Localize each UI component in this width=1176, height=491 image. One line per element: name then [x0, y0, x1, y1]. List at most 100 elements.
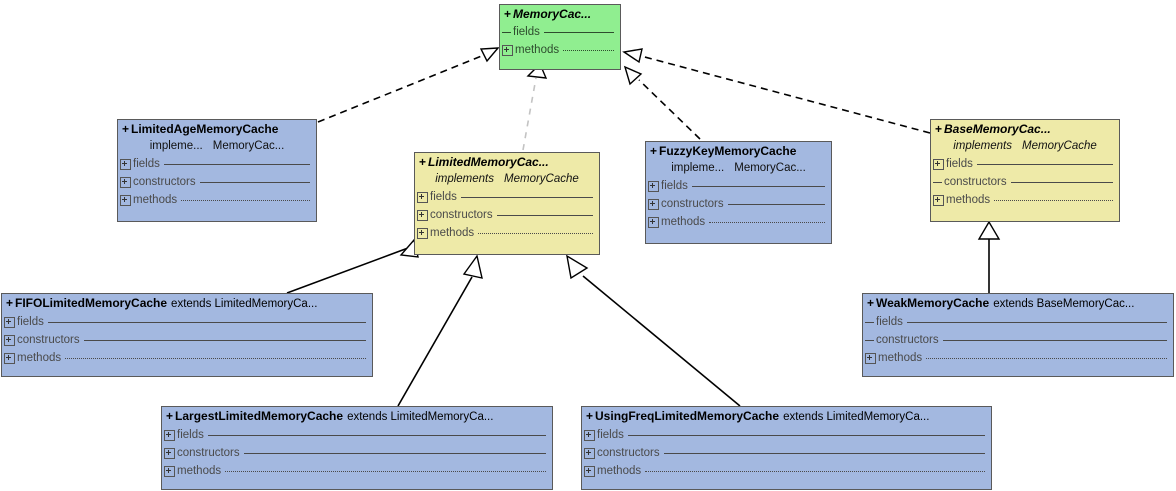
expand-plus-icon[interactable] — [865, 352, 876, 364]
section-constructors[interactable]: constructors — [863, 331, 1173, 349]
edge-limitedmemory-to-memorycache[interactable] — [522, 62, 548, 151]
expand-plus-icon[interactable] — [120, 194, 131, 206]
section-fields[interactable]: fields — [646, 177, 831, 195]
edge-basememory-to-memorycache[interactable] — [622, 48, 931, 134]
expand-plus-icon[interactable] — [417, 209, 428, 221]
section-constructors[interactable]: constructors — [2, 331, 372, 349]
expand-plus-icon[interactable] — [120, 158, 131, 170]
extends-label: extends LimitedMemoryCa... — [347, 411, 494, 423]
expand-plus-icon[interactable] — [417, 227, 428, 239]
section-constructors[interactable]: constructors — [582, 444, 991, 462]
implements-line: impleme...MemoryCac... — [118, 138, 316, 155]
edge-fifo-to-limitedmemory[interactable] — [286, 238, 419, 294]
section-methods[interactable]: methods — [931, 191, 1119, 209]
section-rule — [496, 214, 593, 216]
section-methods[interactable]: methods — [162, 462, 552, 480]
section-methods[interactable]: methods — [118, 191, 316, 209]
class-node-memorycache[interactable]: +MemoryCac... fields methods — [499, 4, 621, 70]
section-fields[interactable]: fields — [118, 155, 316, 173]
section-methods[interactable]: methods — [646, 213, 831, 231]
section-label: methods — [177, 465, 222, 477]
expand-plus-icon[interactable] — [502, 44, 513, 56]
expand-plus-icon[interactable] — [648, 216, 659, 228]
edge-largest-to-limitedmemory[interactable] — [397, 254, 483, 407]
section-methods[interactable]: methods — [2, 349, 372, 367]
visibility-marker: + — [419, 155, 427, 169]
class-node-fuzzykeymemorycache[interactable]: +FuzzyKeyMemoryCache impleme...MemoryCac… — [645, 141, 832, 244]
edge-limitedage-to-memorycache[interactable] — [317, 47, 500, 123]
visibility-marker: + — [867, 296, 875, 310]
section-constructors[interactable]: constructors — [162, 444, 552, 462]
edge-usingfreq-to-limitedmemory[interactable] — [566, 254, 741, 407]
class-name: FuzzyKeyMemoryCache — [659, 144, 797, 158]
section-label: constructors — [876, 334, 939, 346]
visibility-marker: + — [122, 122, 130, 136]
section-fields[interactable]: fields — [582, 426, 991, 444]
section-fields[interactable]: fields — [162, 426, 552, 444]
extends-label: extends LimitedMemoryCa... — [783, 411, 930, 423]
section-label: constructors — [177, 447, 240, 459]
expand-plus-icon[interactable] — [584, 429, 595, 441]
section-constructors[interactable]: constructors — [646, 195, 831, 213]
section-rule — [478, 232, 593, 234]
section-rule — [181, 199, 310, 201]
expand-plus-icon[interactable] — [164, 429, 175, 441]
section-constructors[interactable]: constructors — [931, 173, 1119, 191]
expand-plus-icon[interactable] — [4, 352, 15, 364]
section-fields[interactable]: fields — [415, 188, 599, 206]
expand-plus-icon[interactable] — [584, 447, 595, 459]
section-methods[interactable]: methods — [863, 349, 1173, 367]
expand-plus-icon[interactable] — [4, 334, 15, 346]
section-fields[interactable]: fields — [931, 155, 1119, 173]
section-label: constructors — [944, 176, 1007, 188]
class-name: LargestLimitedMemoryCache — [175, 409, 344, 423]
section-label: fields — [876, 316, 903, 328]
section-fields[interactable]: fields — [2, 313, 372, 331]
expand-plus-icon[interactable] — [933, 158, 944, 170]
section-fields[interactable]: fields — [500, 23, 620, 41]
section-label: fields — [661, 180, 688, 192]
section-constructors[interactable]: constructors — [118, 173, 316, 191]
expand-plus-icon[interactable] — [933, 194, 944, 206]
expand-plus-icon[interactable] — [120, 176, 131, 188]
section-constructors[interactable]: constructors — [415, 206, 599, 224]
expand-plus-icon[interactable] — [164, 465, 175, 477]
class-node-limitedagememorycache[interactable]: +LimitedAgeMemoryCache impleme...MemoryC… — [117, 119, 317, 222]
section-fields[interactable]: fields — [863, 313, 1173, 331]
section-methods[interactable]: methods — [415, 224, 599, 242]
section-methods[interactable]: methods — [582, 462, 991, 480]
class-name: UsingFreqLimitedMemoryCache — [595, 409, 780, 423]
expand-plus-icon[interactable] — [4, 316, 15, 328]
expand-plus-icon[interactable] — [648, 198, 659, 210]
section-rule — [976, 163, 1113, 165]
section-methods[interactable]: methods — [500, 41, 620, 59]
expand-plus-icon[interactable] — [164, 447, 175, 459]
expand-plus-icon[interactable] — [417, 191, 428, 203]
edge-fuzzykey-to-memorycache[interactable] — [623, 65, 701, 140]
section-rule — [243, 452, 546, 454]
section-rule — [1010, 181, 1113, 183]
collapsed-dash-icon — [865, 336, 874, 345]
section-rule — [47, 321, 366, 323]
class-title: +LimitedMemoryCac... — [415, 153, 599, 171]
expand-plus-icon[interactable] — [648, 180, 659, 192]
section-label: fields — [597, 429, 624, 441]
class-title: +FuzzyKeyMemoryCache — [646, 142, 831, 160]
class-title: +MemoryCac... — [500, 5, 620, 23]
expand-plus-icon[interactable] — [584, 465, 595, 477]
edge-weak-to-basememory[interactable] — [977, 220, 1001, 293]
section-label: methods — [946, 194, 991, 206]
section-label: methods — [878, 352, 923, 364]
section-label: methods — [597, 465, 642, 477]
implements-keyword: impleme... — [671, 162, 725, 174]
